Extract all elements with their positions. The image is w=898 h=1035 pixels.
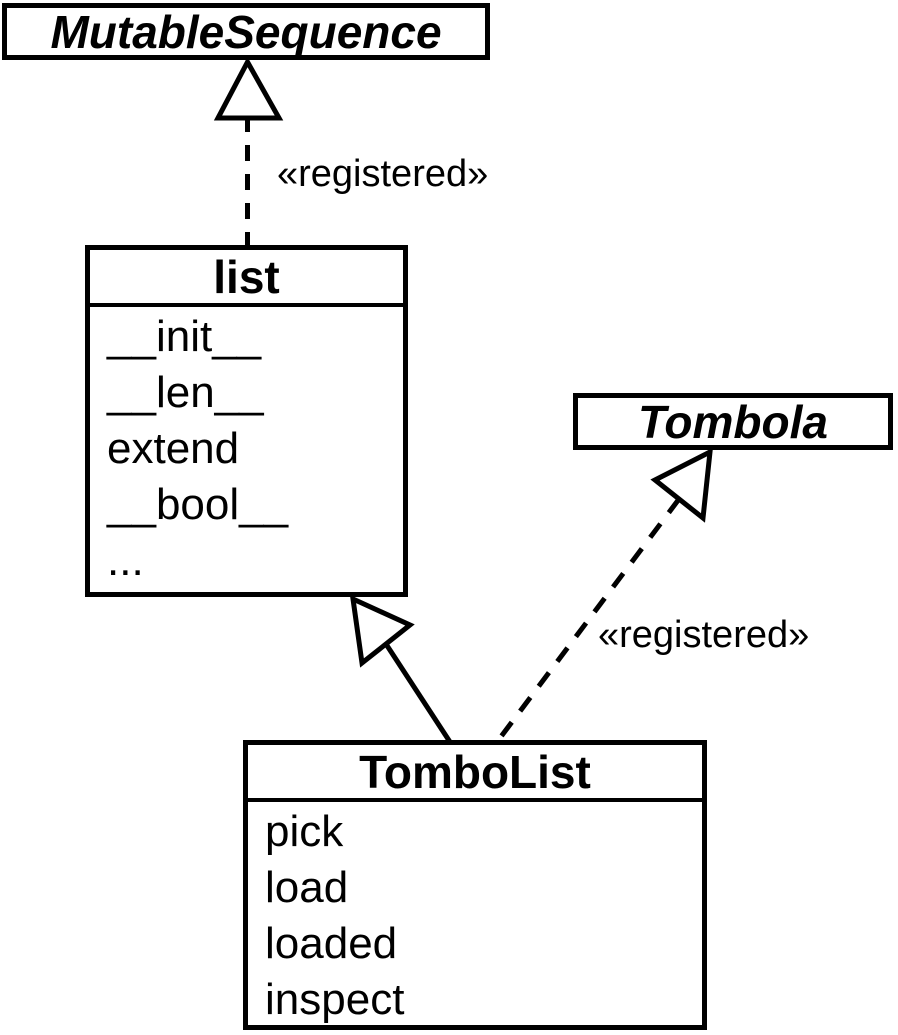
method-item: load xyxy=(265,863,349,912)
method-item: extend xyxy=(107,424,240,473)
method-item: pick xyxy=(265,807,344,856)
class-title-list: list xyxy=(213,250,280,303)
class-title-tombola: Tombola xyxy=(638,395,828,448)
method-item: ... xyxy=(107,536,144,585)
class-title-mutablesequence: MutableSequence xyxy=(50,5,442,58)
stereotype-label-registered: «registered» xyxy=(277,153,489,195)
class-box-tombolist: TomboList pick load loaded inspect xyxy=(243,740,707,1030)
class-title-tombolist: TomboList xyxy=(359,745,591,798)
hollow-triangle-arrowhead-icon xyxy=(650,447,713,523)
class-box-list: list __init__ __len__ extend __bool__ ..… xyxy=(85,245,408,597)
method-item: __init__ xyxy=(107,312,262,361)
method-item: __len__ xyxy=(107,368,264,417)
method-item: loaded xyxy=(265,919,398,968)
method-compartment-list: __init__ __len__ extend __bool__ ... xyxy=(90,303,403,589)
class-box-tombola: Tombola xyxy=(573,393,893,450)
stereotype-label-registered: «registered» xyxy=(598,614,810,656)
registered-dashed-line-tombolist-to-tombola xyxy=(494,497,682,744)
method-item: __bool__ xyxy=(107,480,289,529)
inheritance-solid-line-tombolist-to-list xyxy=(383,642,453,744)
class-box-mutablesequence: MutableSequence xyxy=(2,3,490,60)
hollow-triangle-arrowhead-icon xyxy=(349,594,415,668)
method-item: inspect xyxy=(265,975,405,1024)
hollow-triangle-arrowhead-icon xyxy=(213,56,284,121)
method-compartment-tombolist: pick load loaded inspect xyxy=(248,798,702,1028)
